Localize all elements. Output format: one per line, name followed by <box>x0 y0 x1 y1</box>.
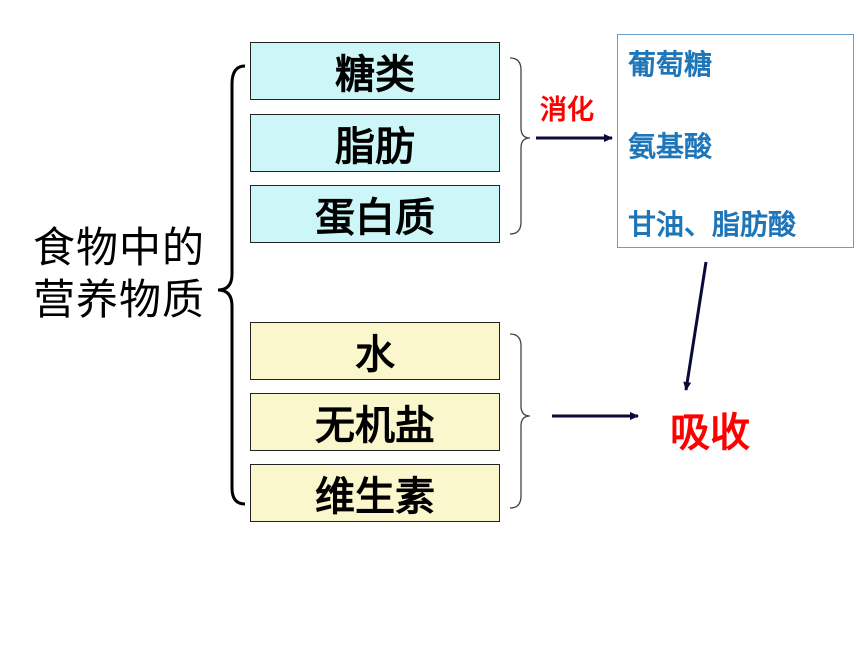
main-label-line2: 营养物质 <box>32 275 205 324</box>
product-glucose: 葡萄糖 <box>628 48 713 81</box>
absorption-label: 吸收 <box>670 410 750 456</box>
nutrient-brace <box>509 57 531 235</box>
nutrient-box-protein: 蛋白质 <box>250 185 500 243</box>
nutrient-box-fat: 脂肪 <box>250 114 500 172</box>
other-box-vitamins: 维生素 <box>250 464 500 522</box>
digestion-products-box: 葡萄糖 氨基酸 甘油、脂肪酸 <box>617 34 854 248</box>
main-label: 食物中的 营养物质 <box>14 222 224 326</box>
other-brace <box>509 333 531 509</box>
main-label-line1: 食物中的 <box>32 223 205 272</box>
main-brace <box>217 64 246 506</box>
nutrient-box-sugar: 糖类 <box>250 42 500 100</box>
other-box-water: 水 <box>250 322 500 380</box>
product-glycerol-fatty-acids: 甘油、脂肪酸 <box>628 208 797 241</box>
product-amino-acids: 氨基酸 <box>628 130 713 163</box>
digestion-label: 消化 <box>540 95 594 126</box>
absorption-arrow-down <box>683 261 708 391</box>
other-box-minerals: 无机盐 <box>250 393 500 451</box>
